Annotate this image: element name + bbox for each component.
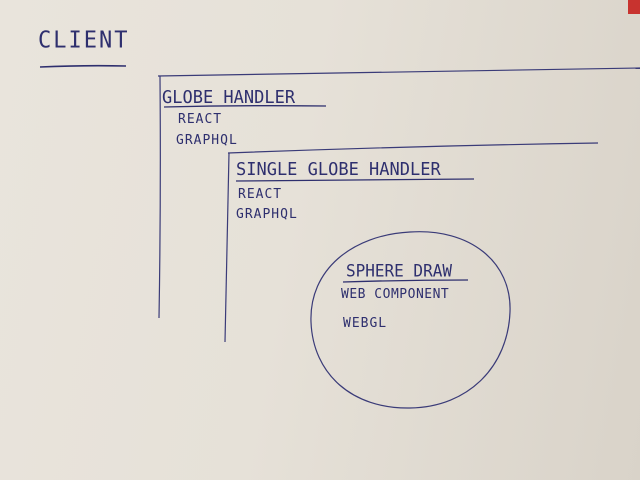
- single-globe-handler-item-react: REACT: [238, 186, 283, 203]
- sphere-draw-item-webgl: WEBGL: [343, 315, 388, 332]
- sphere-draw-underline: [342, 279, 469, 283]
- sphere-draw-item-web-component: WEB COMPONENT: [341, 286, 450, 303]
- globe-handler-top-edge: [157, 67, 640, 77]
- globe-handler-title: GLOBE HANDLER: [162, 87, 296, 109]
- sphere-draw-circle: [310, 231, 511, 409]
- single-globe-handler-left-edge: [224, 152, 230, 343]
- globe-handler-underline: [163, 105, 327, 108]
- single-globe-handler-item-graphql: GRAPHQL: [236, 206, 298, 223]
- sphere-draw-title: SPHERE DRAW: [346, 260, 452, 281]
- globe-handler-item-react: REACT: [178, 111, 223, 128]
- globe-handler-item-graphql: GRAPHQL: [176, 132, 238, 149]
- client-underline: [39, 64, 127, 68]
- globe-handler-left-edge: [158, 75, 161, 319]
- red-paper-tab: [628, 0, 640, 14]
- single-globe-handler-top-edge: [227, 142, 599, 154]
- single-globe-handler-title: SINGLE GLOBE HANDLER: [236, 159, 441, 181]
- single-globe-handler-underline: [235, 178, 475, 182]
- client-label: CLIENT: [38, 27, 130, 54]
